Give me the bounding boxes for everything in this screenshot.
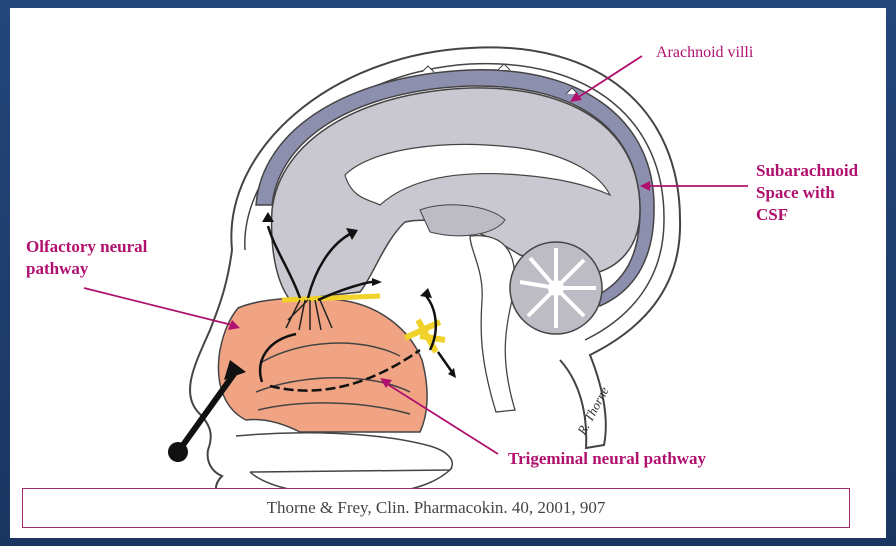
- cerebellum: [510, 242, 602, 334]
- citation-box: Thorne & Frey, Clin. Pharmacokin. 40, 20…: [22, 488, 850, 528]
- trigeminal-pathway-label: Trigeminal neural pathway: [508, 448, 706, 470]
- citation-text: Thorne & Frey, Clin. Pharmacokin. 40, 20…: [267, 498, 606, 518]
- palate: [236, 433, 452, 472]
- leader-olfactory: [84, 288, 236, 326]
- leader-arachnoid: [574, 56, 642, 100]
- olfactory-pathway-label: Olfactory neural pathway: [26, 236, 147, 280]
- arachnoid-villi-label: Arachnoid villi: [656, 42, 753, 64]
- subarachnoid-space-label: Subarachnoid Space with CSF: [756, 160, 858, 226]
- brainstem: [470, 236, 515, 412]
